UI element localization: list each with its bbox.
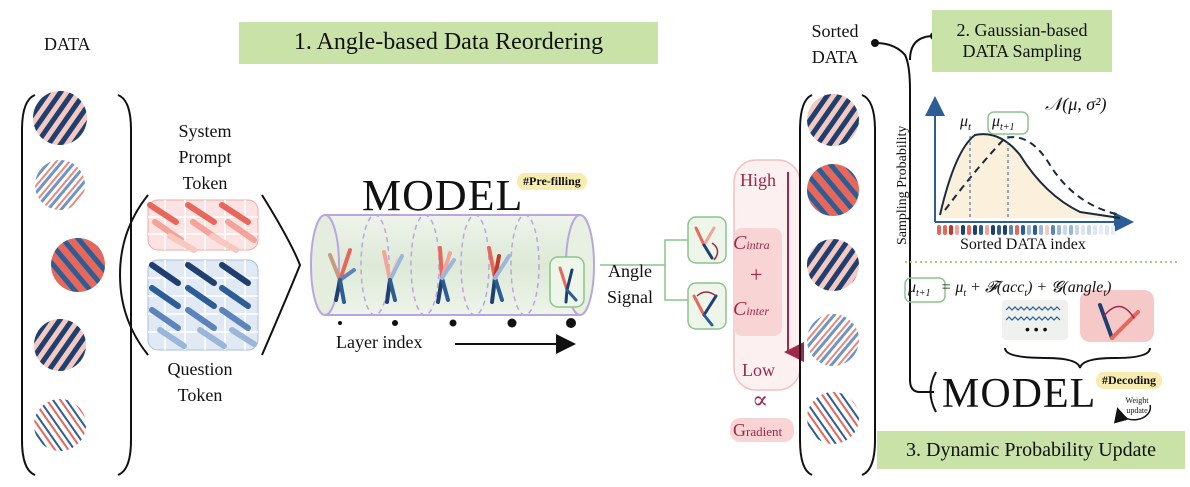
stage2-line1: 2. Gaussian-based xyxy=(956,20,1088,41)
intra-box xyxy=(687,216,727,264)
data-circles-left xyxy=(33,91,105,451)
gradient-sub: radient xyxy=(746,424,783,439)
weight-update-icon xyxy=(1114,404,1152,424)
low-label: Low xyxy=(742,360,775,380)
formula-lhs: μ xyxy=(908,279,917,296)
mu-box xyxy=(904,277,946,303)
system-token-label: System Prompt Token xyxy=(150,118,260,196)
system-line1: System xyxy=(178,121,232,141)
sorted-line1: Sorted xyxy=(811,21,859,41)
angle-line2: Signal xyxy=(606,287,653,307)
question-line1: Question xyxy=(167,359,233,379)
decode-paren xyxy=(929,371,937,413)
formula-lhs-sub: t+1 xyxy=(916,288,931,300)
model-label: MODEL xyxy=(362,171,524,220)
chart-ylabel: Sampling Probability xyxy=(895,125,910,245)
weight-line1: Weight xyxy=(1125,396,1149,405)
angle-icon xyxy=(1098,303,1140,340)
stage3-label: 3. Dynamic Probability Update xyxy=(877,431,1185,469)
formula-rest-sub: t xyxy=(963,288,967,300)
mu-t1-sub: t+1 xyxy=(1000,122,1015,134)
system-line2: Prompt xyxy=(178,147,232,167)
formula-rest: = μ xyxy=(940,279,964,296)
formula-plus-f: + 𝓕(acc xyxy=(970,279,1025,296)
stage2-label: 2. Gaussian-based DATA Sampling xyxy=(932,10,1112,72)
plus-label: + xyxy=(750,262,763,287)
sorted-data-label: Sorted DATA xyxy=(800,18,870,70)
acc-pattern xyxy=(1005,306,1061,321)
c-inter-label: Cinter xyxy=(733,298,769,321)
question-token-label: Question Token xyxy=(145,356,255,408)
high-label: High xyxy=(740,170,776,190)
layer-index-axis xyxy=(338,318,576,354)
formula-angle-sub: t xyxy=(1103,288,1107,300)
normal-distribution-label: 𝒩(μ, σ²) xyxy=(1045,94,1107,114)
c-terms-box xyxy=(734,228,782,336)
mu-t-sub: t xyxy=(968,121,972,134)
token-brace-right xyxy=(261,194,302,356)
stage1-label: 1. Angle-based Data Reordering xyxy=(239,22,658,64)
formula-plus-g: ) + 𝓖(angle xyxy=(1027,279,1104,296)
question-line2: Token xyxy=(177,385,223,405)
system-token-grid xyxy=(147,199,259,253)
mu-t-main: μ xyxy=(960,113,969,130)
gradient-box xyxy=(730,418,794,442)
model-cylinder xyxy=(310,214,595,316)
data-bracket-left xyxy=(21,94,36,476)
decode-model-label: MODEL xyxy=(942,371,1097,417)
gradient-label: Gradient xyxy=(733,420,782,441)
decoding-badge: #Decoding xyxy=(1096,372,1162,389)
angle-box xyxy=(1080,290,1154,342)
sorted-line2: DATA xyxy=(811,47,859,67)
mu-t1-main: μ xyxy=(992,113,1001,130)
c-intra-sub: intra xyxy=(746,238,770,252)
angle-line1: Angle xyxy=(608,261,652,281)
weight-line2: update xyxy=(1126,406,1148,415)
token-brace-left xyxy=(118,194,149,356)
angle-signal-label: Angle Signal xyxy=(597,258,663,310)
data-bracket-right xyxy=(117,94,132,476)
flow-line xyxy=(874,42,934,393)
formula: μt+1 = μt + 𝓕(acct) + 𝓖(anglet) xyxy=(908,279,1111,299)
stage2-line2: DATA Sampling xyxy=(962,41,1082,61)
mu-t1-label: μt+1 xyxy=(992,113,1015,133)
inter-box xyxy=(687,282,727,330)
c-intra-label: Cintra xyxy=(733,232,770,255)
formula-acc-sub: t xyxy=(1024,288,1028,300)
propto-label: ∝ xyxy=(752,388,769,414)
gradient-main: G xyxy=(733,420,746,440)
c-intra-main: C xyxy=(733,232,747,254)
layer-index-label: Layer index xyxy=(336,332,423,352)
data-circles-sorted xyxy=(807,94,859,444)
sorted-bracket-right xyxy=(861,94,876,476)
chart-xlabel: Sorted DATA index xyxy=(960,236,1086,253)
connector-inter xyxy=(664,265,690,301)
connector-intra xyxy=(600,239,690,266)
acc-ellipsis: • • • xyxy=(1025,321,1048,337)
mu-t-label: μt xyxy=(960,113,971,133)
system-line3: Token xyxy=(182,173,228,193)
data-label: DATA xyxy=(44,34,91,54)
question-token-grid xyxy=(147,259,259,351)
underbrace xyxy=(1004,347,1151,369)
formula-close: ) xyxy=(1106,279,1112,296)
c-inter-main: C xyxy=(733,298,747,320)
prefilling-badge: #Pre-filling xyxy=(517,173,587,190)
sorted-bracket-left xyxy=(799,94,813,476)
c-inter-sub: inter xyxy=(746,304,770,318)
weight-update-label: Weight update xyxy=(1118,396,1156,416)
gaussian-chart xyxy=(925,96,1134,235)
